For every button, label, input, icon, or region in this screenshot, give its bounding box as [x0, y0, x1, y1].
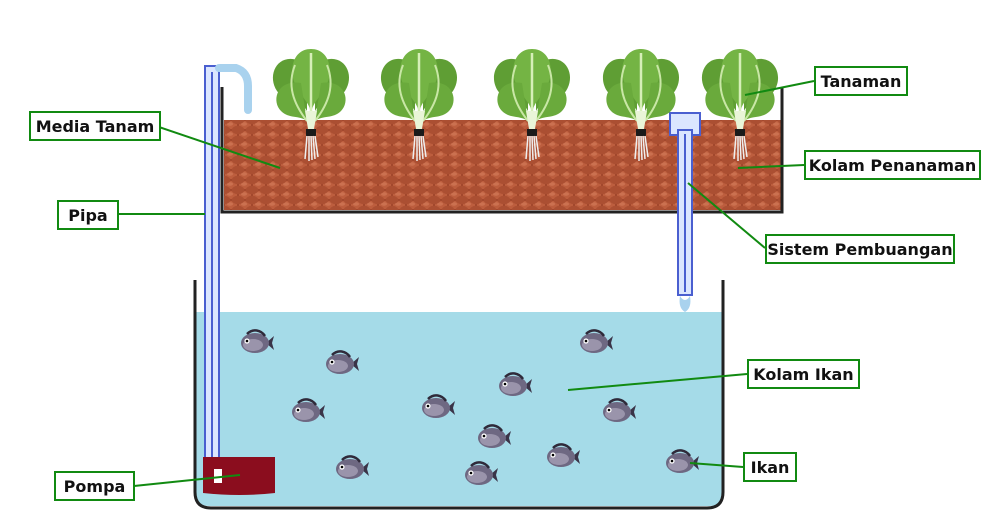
- label-ikan: Ikan: [743, 452, 797, 482]
- label-pipa: Pipa: [57, 200, 119, 230]
- label-kolam-penanaman: Kolam Penanaman: [804, 150, 981, 180]
- label-sistem-pembuangan: Sistem Pembuangan: [765, 234, 955, 264]
- label-tanaman: Tanaman: [814, 66, 908, 96]
- leader-media-tanam: [155, 125, 281, 169]
- leader-ikan: [689, 462, 744, 468]
- leader-kolam-ikan: [567, 373, 748, 391]
- leader-kolam-penanaman: [737, 164, 805, 169]
- leader-pompa: [133, 474, 241, 487]
- leader-sistem-pembuangan: [687, 182, 766, 249]
- label-kolam-ikan: Kolam Ikan: [747, 359, 860, 389]
- drain-pipe: [669, 112, 701, 312]
- leader-tanaman: [744, 80, 815, 96]
- label-media-tanam: Media Tanam: [29, 111, 161, 141]
- inlet-pipe: [204, 64, 252, 465]
- label-pompa: Pompa: [54, 471, 135, 501]
- grow-bed-outline: [220, 87, 784, 214]
- leader-lines: [118, 80, 815, 487]
- fish-pond-outline: [193, 280, 725, 510]
